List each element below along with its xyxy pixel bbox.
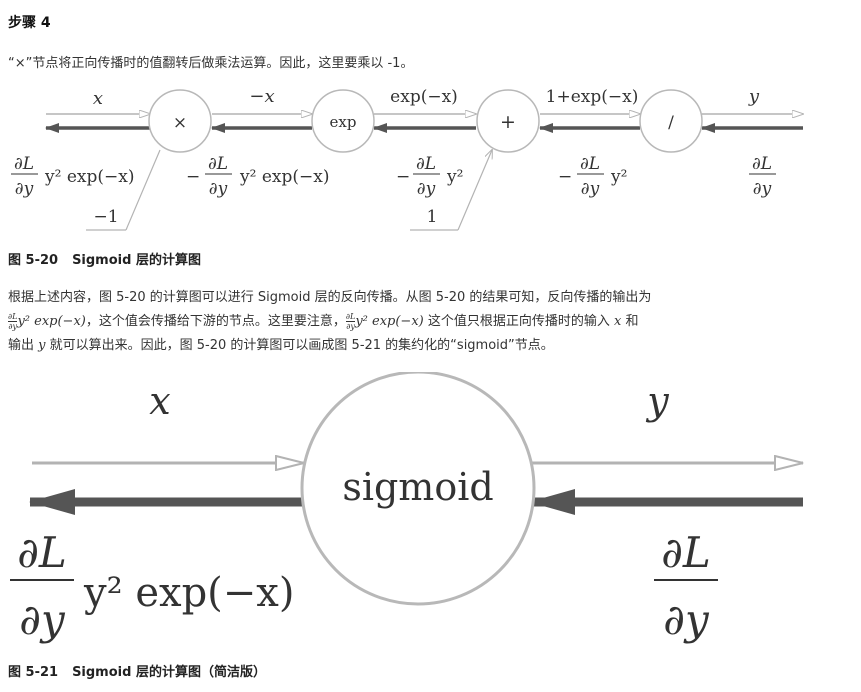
- input-label-x: x: [149, 379, 170, 423]
- node-exp: [311, 89, 375, 153]
- grad-frac-num: ∂L: [208, 154, 228, 174]
- const-label-neg1: −1: [93, 207, 118, 227]
- figure-caption-5-21: 图 5-21 Sigmoid 层的计算图（简洁版）: [8, 661, 266, 680]
- caption-text: Sigmoid 层的计算图（简洁版）: [72, 665, 266, 680]
- const-arrow-mul: [125, 149, 161, 231]
- inline-fraction: ∂L∂y: [8, 312, 18, 331]
- fwd-label-x: x: [93, 88, 103, 109]
- fwd-label-sum: 1+exp(−x): [546, 87, 639, 107]
- grad-prefix: −: [186, 167, 200, 187]
- caption-number: 图 5-21: [8, 665, 59, 680]
- sigmoid-graph-diagram: × exp + / x −x exp(−x) 1+exp(−x) y −1 1 …: [11, 86, 861, 231]
- step-heading: 步骤 4: [8, 15, 51, 31]
- output-label-y: y: [645, 379, 669, 423]
- const-label-1: 1: [427, 207, 438, 227]
- left-grad-den: ∂y: [19, 595, 66, 644]
- bwd-grad-2: − ∂L ∂y y² exp(−x): [186, 154, 329, 199]
- node-mul: [148, 89, 212, 153]
- grad-frac-den: ∂y: [581, 179, 600, 199]
- caption-text: Sigmoid 层的计算图: [72, 253, 201, 268]
- grad-tail: y² exp(−x): [239, 167, 329, 187]
- inline-expression: y² exp(−x): [355, 314, 424, 329]
- caption-number: 图 5-20: [8, 253, 59, 268]
- fwd-label-exp: exp(−x): [390, 87, 458, 107]
- var-y: y: [38, 338, 46, 353]
- paragraph-line-3: 输出 y 就可以算出来。因此，图 5-20 的计算图可以画成图 5-21 的集约…: [8, 338, 554, 353]
- grad-frac-num: ∂L: [752, 154, 772, 174]
- node-div: [639, 89, 703, 153]
- grad-frac-den: ∂y: [753, 179, 772, 199]
- right-grad-den: ∂y: [663, 595, 710, 644]
- bwd-grad-1: ∂L ∂y y² exp(−x): [11, 154, 134, 199]
- const-arrow-add: [457, 150, 492, 231]
- fwd-label-y: y: [748, 86, 760, 107]
- var-x: x: [614, 314, 622, 329]
- node-add-label: +: [500, 111, 516, 133]
- grad-prefix: −: [396, 167, 410, 187]
- bwd-grad-3: − ∂L ∂y y²: [396, 154, 463, 199]
- grad-frac-num: ∂L: [14, 154, 34, 174]
- right-grad-num: ∂L: [661, 528, 711, 577]
- node-mul-label: ×: [173, 113, 187, 133]
- explanation-paragraph: 根据上述内容，图 5-20 的计算图可以进行 Sigmoid 层的反向传播。从图…: [8, 286, 853, 358]
- grad-tail: y²: [610, 167, 627, 187]
- grad-frac-den: ∂y: [209, 179, 228, 199]
- grad-frac-num: ∂L: [416, 154, 436, 174]
- left-gradient-expression: ∂L ∂y y² exp(−x): [10, 528, 294, 644]
- sigmoid-node: [300, 372, 536, 606]
- figure-caption-5-20: 图 5-20 Sigmoid 层的计算图: [8, 249, 201, 268]
- step-paragraph: “×”节点将正向传播时的值翻转后做乘法运算。因此，这里要乘以 -1。: [8, 56, 414, 71]
- inline-fraction: ∂L∂y: [345, 312, 356, 331]
- node-add: [476, 89, 540, 153]
- bwd-grad-5: ∂L ∂y: [749, 154, 776, 199]
- bwd-grad-4: − ∂L ∂y y²: [558, 154, 627, 199]
- sigmoid-node-diagram: sigmoid x y ∂L ∂y y² exp(−x) ∂L ∂y: [10, 372, 861, 644]
- sigmoid-node-label: sigmoid: [342, 465, 493, 509]
- paragraph-line-1: 根据上述内容，图 5-20 的计算图可以进行 Sigmoid 层的反向传播。从图…: [8, 290, 652, 305]
- node-exp-label: exp: [330, 113, 357, 131]
- grad-frac-num: ∂L: [580, 154, 600, 174]
- grad-frac-den: ∂y: [417, 179, 436, 199]
- grad-frac-den: ∂y: [15, 179, 34, 199]
- left-grad-num: ∂L: [17, 528, 67, 577]
- node-div-label: /: [668, 113, 674, 133]
- grad-prefix: −: [558, 167, 572, 187]
- grad-tail: y²: [446, 167, 463, 187]
- grad-tail: y² exp(−x): [44, 167, 134, 187]
- right-gradient-expression: ∂L ∂y: [654, 528, 718, 644]
- left-grad-tail: y² exp(−x): [83, 570, 294, 616]
- inline-expression: y² exp(−x): [17, 314, 86, 329]
- fwd-label-neg-x: −x: [249, 86, 274, 107]
